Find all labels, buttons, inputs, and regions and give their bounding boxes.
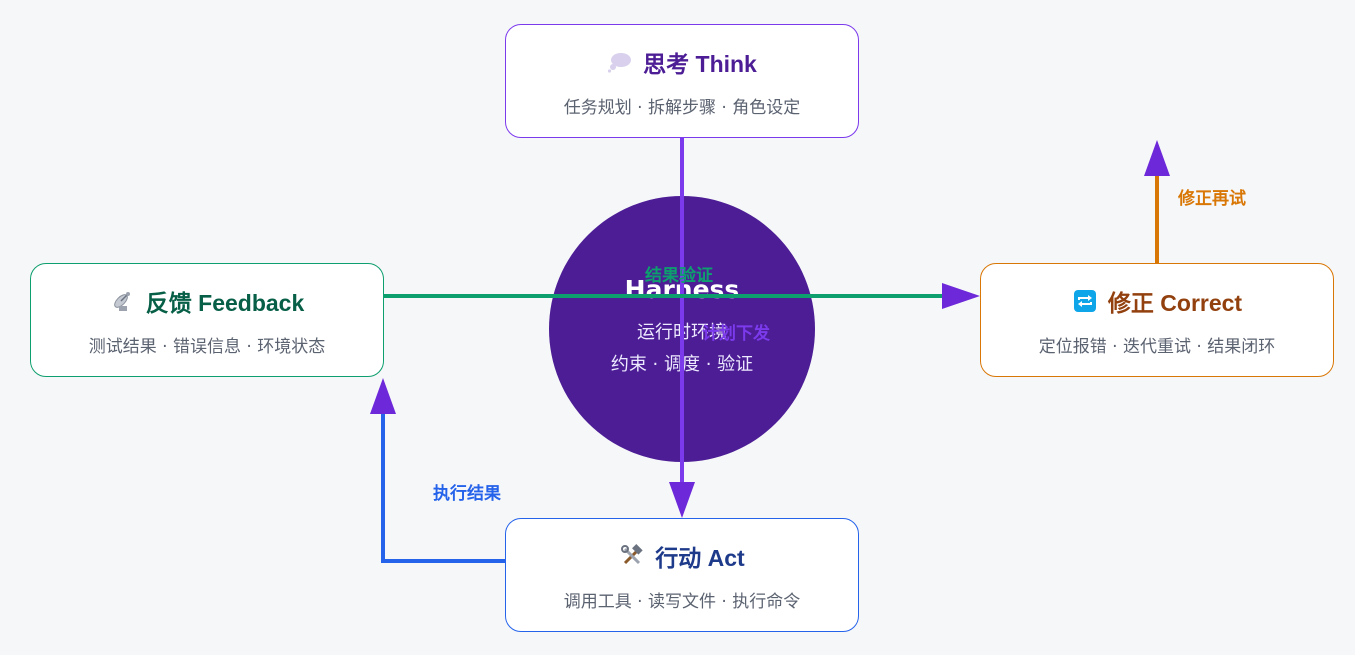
feedback-title: 反馈 Feedback <box>145 289 305 316</box>
arrowhead-feedback <box>370 378 396 414</box>
edge-label-retry: 修正再试 <box>1178 189 1246 209</box>
correct-card: 修正 Correct 定位报错 · 迭代重试 · 结果闭环 <box>980 263 1334 377</box>
feedback-subtitle: 测试结果 · 错误信息 · 环境状态 <box>88 336 326 357</box>
edge-label-exec-result: 执行结果 <box>433 484 501 504</box>
think-card: 思考 Think 任务规划 · 拆解步骤 · 角色设定 <box>505 24 859 138</box>
feedback-card: 反馈 Feedback 测试结果 · 错误信息 · 环境状态 <box>30 263 384 377</box>
edge-label-verify: 结果验证 <box>645 266 713 286</box>
arrow-act-to-feedback <box>381 410 505 563</box>
edge-label-dispatch: 计划下发 <box>702 324 770 344</box>
repeat-icon <box>1072 288 1098 314</box>
think-title: 思考 Think <box>643 50 757 77</box>
correct-title: 修正 Correct <box>1107 289 1243 316</box>
hammer-wrench-icon <box>619 543 645 569</box>
act-title: 行动 Act <box>655 544 745 571</box>
satellite-antenna-icon <box>110 288 136 314</box>
act-card: 行动 Act 调用工具 · 读写文件 · 执行命令 <box>505 518 859 632</box>
act-subtitle: 调用工具 · 读写文件 · 执行命令 <box>563 591 801 612</box>
harness-roles: 约束 · 调度 · 验证 <box>610 353 754 375</box>
harness-circle: Harness 运行时环境 约束 · 调度 · 验证 <box>549 196 815 462</box>
think-subtitle: 任务规划 · 拆解步骤 · 角色设定 <box>563 97 801 118</box>
correct-subtitle: 定位报错 · 迭代重试 · 结果闭环 <box>1038 336 1276 357</box>
arrowhead-retry <box>1144 140 1170 176</box>
thought-bubble-icon <box>607 49 633 75</box>
